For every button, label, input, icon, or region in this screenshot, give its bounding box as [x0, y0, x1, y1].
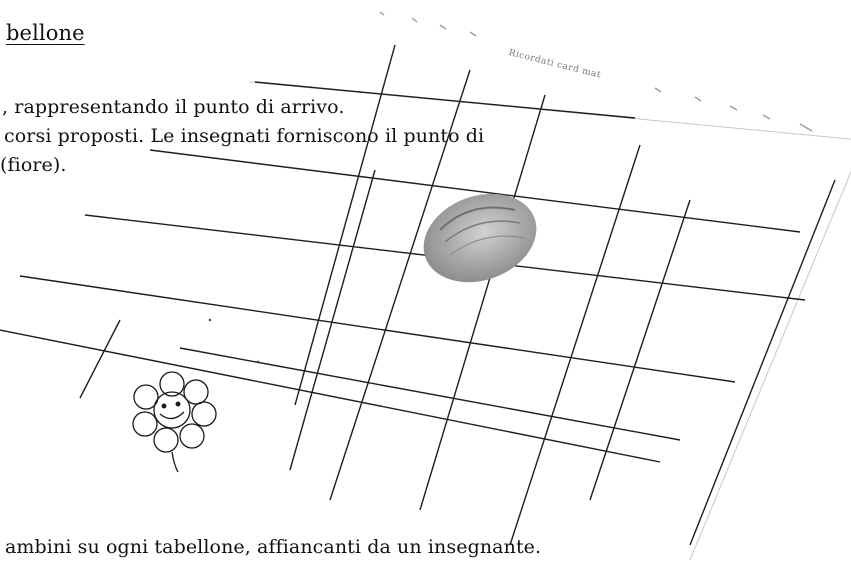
- grid-lines-diagonal: [79, 44, 836, 546]
- text-line-bottom: ambini su ogni tabellone, affiancanti da…: [5, 536, 542, 558]
- text-line-1: , rappresentando il punto di arrivo.: [2, 96, 345, 118]
- section-heading: bellone: [6, 21, 85, 45]
- stone-icon: [423, 193, 537, 283]
- text-line-2: corsi proposti. Le insegnati forniscono …: [4, 125, 485, 147]
- text-line-3: (fiore).: [0, 154, 67, 176]
- flower-icon: [132, 371, 217, 473]
- mat-right-edge: [689, 170, 851, 561]
- mat-tick-marks: [379, 11, 813, 132]
